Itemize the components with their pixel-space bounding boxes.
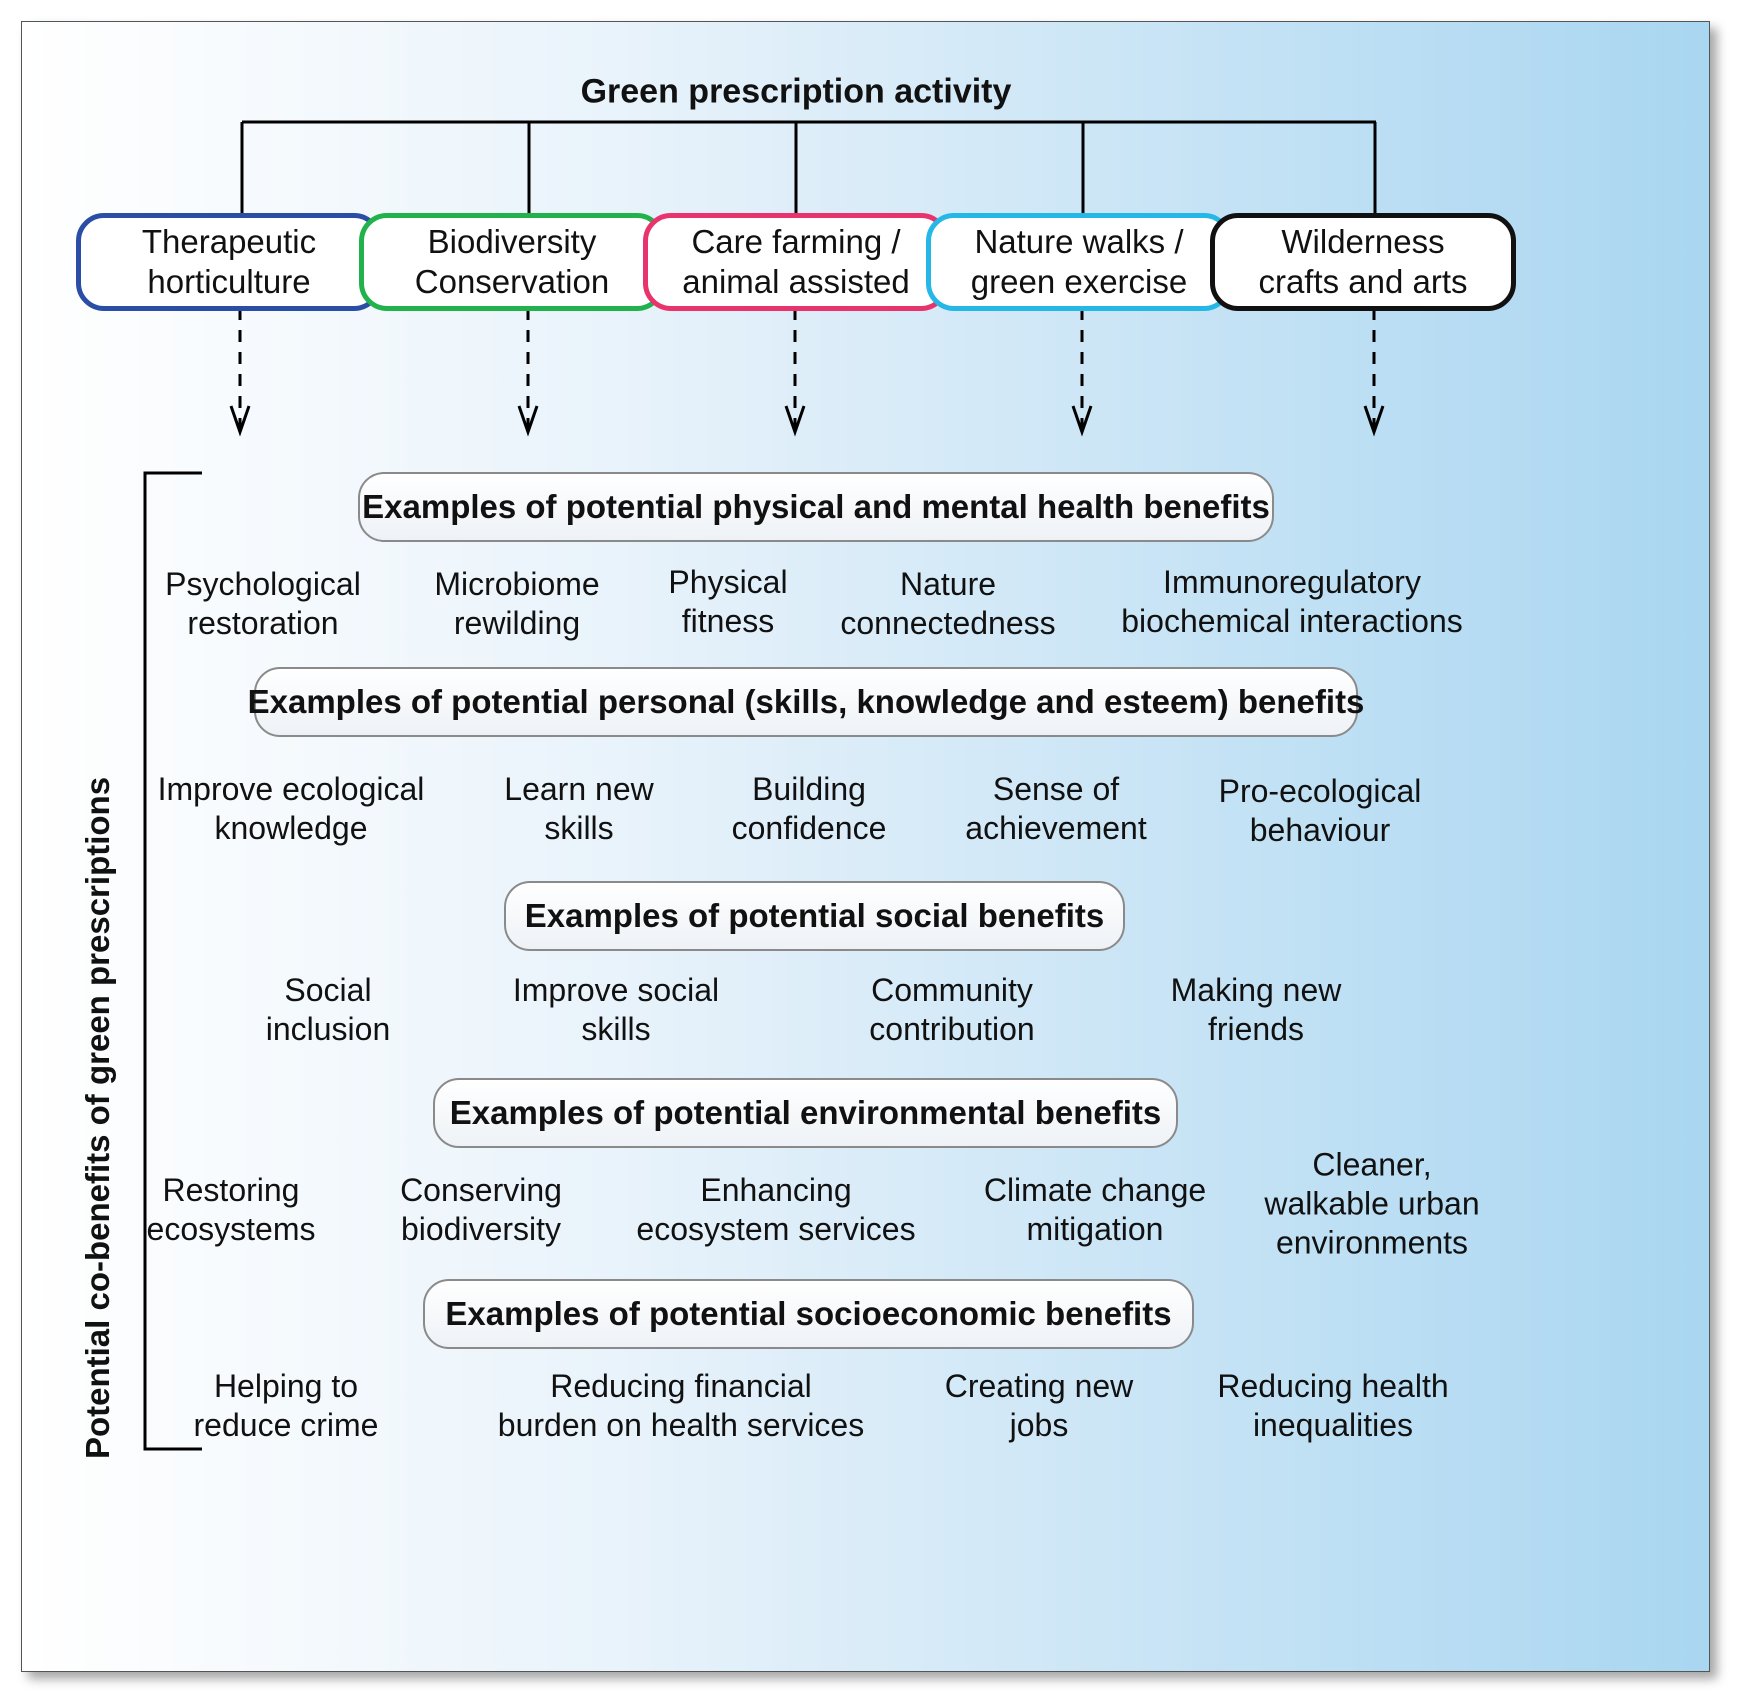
activity-biodiversity-conservation: Biodiversity Conservation (359, 213, 665, 311)
section-header-social: Examples of potential social benefits (504, 881, 1125, 951)
arrowhead-3 (784, 405, 806, 437)
benefit-item: Microbiome rewilding (434, 565, 600, 641)
activity-nature-walks: Nature walks / green exercise (926, 213, 1232, 311)
activity-wilderness-crafts: Wilderness crafts and arts (1210, 213, 1516, 311)
benefit-item: Climate change mitigation (983, 1171, 1207, 1247)
activity-label: Biodiversity Conservation (414, 223, 610, 300)
benefit-item: Restoring ecosystems (146, 1171, 316, 1247)
arrowhead-1 (229, 405, 251, 437)
diagram-figure: Green prescription activity Therapeutic … (21, 21, 1710, 1672)
activity-care-farming: Care farming / animal assisted (643, 213, 949, 311)
benefit-item: Helping to reduce crime (193, 1367, 379, 1443)
sidebar-label: Potential co-benefits of green prescript… (79, 776, 116, 1460)
activity-label: Therapeutic horticulture (141, 223, 317, 300)
benefit-item: Pro-ecological behaviour (1218, 772, 1422, 848)
arrowhead-5 (1363, 405, 1385, 437)
section-header-environmental: Examples of potential environmental bene… (433, 1078, 1178, 1148)
benefit-item: Building confidence (731, 770, 887, 846)
benefit-item: Psychological restoration (165, 565, 361, 641)
benefit-item: Making new friends (1170, 971, 1342, 1047)
benefit-item: Cleaner, walkable urban environments (1264, 1146, 1480, 1261)
section-header-health: Examples of potential physical and menta… (358, 472, 1274, 542)
benefit-item: Reducing health inequalities (1217, 1367, 1449, 1443)
benefit-item: Enhancing ecosystem services (636, 1171, 916, 1247)
benefit-item: Learn new skills (504, 770, 654, 846)
sidebar-bracket (143, 471, 202, 1451)
arrowhead-4 (1071, 405, 1093, 437)
connector-lines (143, 120, 1385, 1451)
arrowhead-2 (517, 405, 539, 437)
benefit-item: Conserving biodiversity (400, 1171, 562, 1247)
section-header-socioeconomic: Examples of potential socioeconomic bene… (423, 1279, 1194, 1349)
benefit-item: Immunoregulatory biochemical interaction… (1121, 563, 1463, 639)
benefit-item: Improve ecological knowledge (157, 770, 425, 846)
benefit-item: Creating new jobs (944, 1367, 1134, 1443)
diagram-title: Green prescription activity (580, 72, 1012, 111)
section-header-personal: Examples of potential personal (skills, … (248, 667, 1364, 737)
activity-label: Wilderness crafts and arts (1258, 223, 1468, 300)
benefit-item: Sense of achievement (965, 770, 1147, 846)
benefit-item: Reducing financial burden on health serv… (497, 1367, 865, 1443)
benefit-item: Social inclusion (265, 971, 391, 1047)
benefit-item: Physical fitness (668, 563, 788, 639)
benefit-item: Improve social skills (512, 971, 720, 1047)
activity-therapeutic-horticulture: Therapeutic horticulture (76, 213, 382, 311)
activity-label: Care farming / animal assisted (682, 223, 910, 300)
benefit-item: Nature connectedness (840, 565, 1056, 641)
activity-label: Nature walks / green exercise (970, 223, 1188, 300)
benefit-item: Community contribution (869, 971, 1035, 1047)
